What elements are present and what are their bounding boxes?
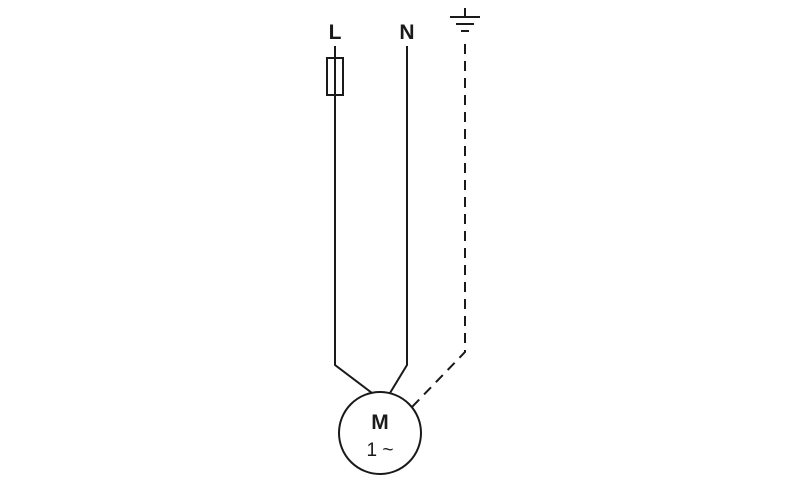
neutral-terminal-label: N <box>399 21 414 44</box>
earth-conductor-wire <box>411 44 466 408</box>
motor-label: M <box>371 411 389 434</box>
line-conductor-wire <box>334 46 373 394</box>
line-terminal-label: L <box>329 21 342 44</box>
motor-circle-symbol <box>338 391 422 475</box>
motor-phase-label: 1 ~ <box>367 440 394 461</box>
fuse-symbol <box>326 57 344 96</box>
neutral-conductor-wire <box>389 46 408 394</box>
earth-ground-icon <box>450 8 480 32</box>
